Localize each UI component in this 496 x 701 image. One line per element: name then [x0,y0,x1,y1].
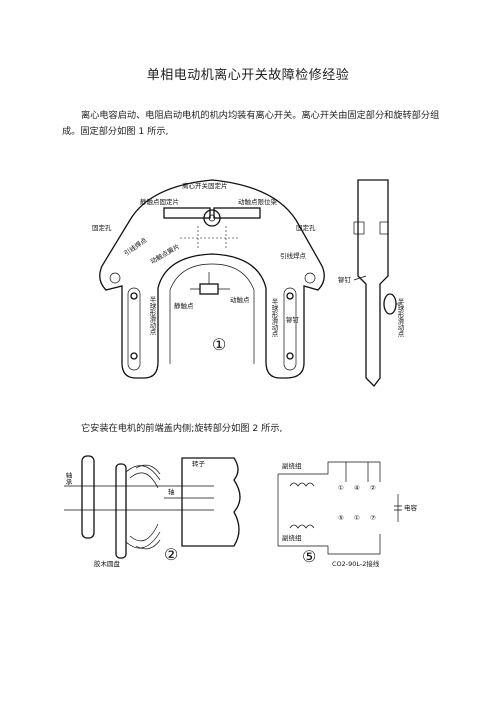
fixed-plate-outline [99,179,325,379]
figure-1-side-view: 铆钉 半球形滑动点 [338,179,404,387]
label-spring: 动触点簧片 [149,242,182,266]
fig5-label-top-coil: 副绕组 [282,461,302,470]
ball-left-dot [130,292,138,300]
label-ball-right: 半球形滑动点 [270,297,278,339]
fig5-term-bottom-1: ⑤ [338,514,344,522]
label-limit: 动触点限位架 [238,197,278,206]
figure-5-number: ⑤ [302,547,316,566]
contact-leads [190,272,230,290]
label-rivet: 铆钉 [286,315,300,324]
ball-right-dot [286,292,294,300]
static-fix-bar [163,207,211,219]
side-top-block [353,221,365,235]
fig2-label-rotor: 转子 [192,459,206,468]
fig5-term-top-1: ① [338,484,344,492]
label-top: 离心开关固定片 [182,181,228,190]
ball-left-bottom [130,352,138,360]
fig2-label-disk: 胶木圆盘 [94,559,121,568]
bakelite-disk [115,463,127,559]
label-static: 静触点 [174,301,194,310]
paragraph-rotating: 它安装在电机的前端盖内侧;旋转部分如图 2 所示, [81,423,283,434]
fig5-label-model: CO2-90L-2接线 [332,559,380,568]
bearing [81,455,95,539]
label-lead-right: 引线焊点 [280,251,307,260]
figure-5-wiring: 副绕组 副绕组 ① ④ ② ⑤ ① ⑦ 电容 CO2-90L-2接线 ⑤ [277,461,418,568]
weight-arm-top [125,464,161,489]
fig5-label-cap: 电容 [404,503,418,512]
side-label-ball: 半球形滑动点 [396,297,404,339]
spring-dashed [180,226,240,248]
weight-arm-bottom [125,523,161,550]
center-rivet [203,209,221,227]
label-lead-left: 引线焊点 [122,235,149,258]
fig5-term-bottom-2: ① [354,514,360,522]
side-label-rivet: 铆钉 [338,275,352,284]
label-fix-left: 固定孔 [92,223,112,232]
wiring-lines [277,461,399,555]
fig5-label-bottom-coil: 副绕组 [282,533,302,542]
fig2-label-shaft: 轴 [168,487,175,496]
coil-top [289,482,315,487]
label-static-fix: 静触点固定片 [140,197,179,206]
fix-hole-left [109,272,121,284]
center-rivet-inner [208,214,216,222]
label-moving: 动触点 [230,295,250,304]
figure-2-number: ② [164,545,178,564]
side-top-block-right [379,221,389,235]
fig5-term-bottom-3: ⑦ [370,514,376,522]
u-arch [169,263,255,364]
coil-bottom [289,524,315,529]
rotor-body [181,457,241,547]
figure-1-fixed-part: 离心开关固定片 静触点固定片 动触点限位架 固定孔 固定孔 引线焊点 动触点簧片… [92,179,325,379]
label-fix-right: 固定孔 [296,223,316,232]
fig5-term-top-2: ④ [354,484,360,492]
cap-symbol [394,505,402,511]
label-ball-left: 半球形滑动点 [148,295,156,337]
fig5-term-top-3: ② [370,484,376,492]
slot-right [283,287,297,371]
ball-right-bottom [286,352,294,360]
fig2-label-bearing: 轴承 [64,471,72,486]
shaft-lines [64,485,214,511]
side-ball [383,293,397,315]
paragraph-intro: 离心电容启动、电阻启动电机的机内均装有离心开关。离心开关由固定部分和旋转部分组成… [62,110,440,137]
figure-2-rotating-part: 轴承 转子 轴 胶木圆盘 ② [64,455,241,568]
side-leader [353,275,402,305]
contact-block [199,283,219,295]
fix-hole-right [304,272,316,284]
figure-1-number: ① [212,335,226,354]
side-plate [357,179,389,387]
page-title: 单相电动机离心开关故障检修经验 [146,68,350,83]
limit-bar [213,207,261,219]
slot-left [127,287,141,371]
